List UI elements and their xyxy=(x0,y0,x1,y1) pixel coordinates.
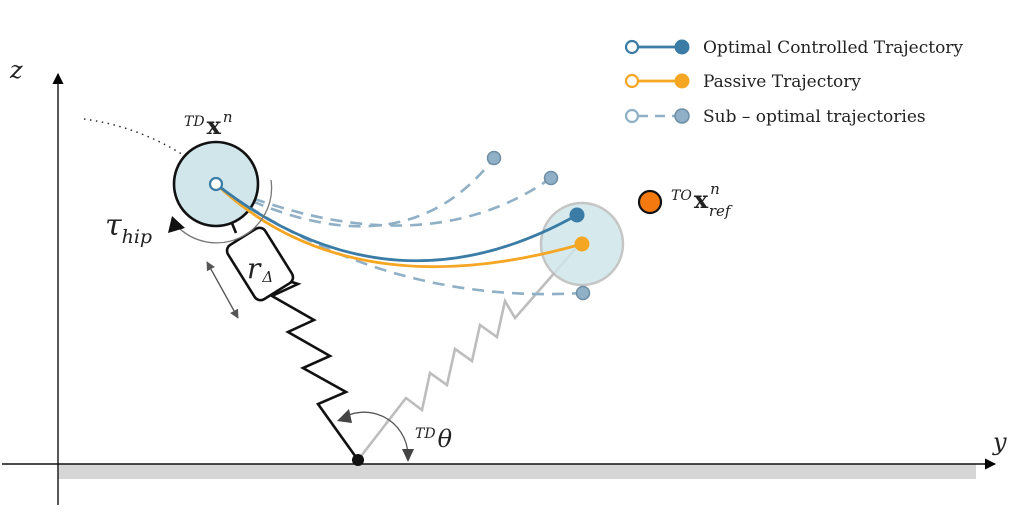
touchdown-angle-symbol: θ xyxy=(438,425,453,453)
hip-torque-arc xyxy=(175,179,273,244)
hip-torque-label: τhip xyxy=(105,208,152,248)
suboptimal-endpoint-2 xyxy=(543,170,559,186)
legend-label-optimal: Optimal Controlled Trajectory xyxy=(703,38,963,58)
passive-endpoint xyxy=(574,236,590,252)
reference-state-marker xyxy=(637,189,663,215)
foot-point xyxy=(352,454,364,466)
touchdown-angle-arrowhead-right xyxy=(402,449,414,462)
ground-strip xyxy=(58,464,976,479)
y-axis-label: y xyxy=(992,428,1007,456)
suboptimal-endpoint-3 xyxy=(575,285,591,301)
touchdown-state-prefix: TD xyxy=(184,114,205,130)
touchdown-state-superscript: n xyxy=(223,108,233,126)
stance-leg xyxy=(263,271,360,461)
touchdown-state-symbol: x xyxy=(207,111,222,140)
touchdown-angle-label: TDθ xyxy=(415,425,453,453)
passive-trajectory xyxy=(215,182,583,269)
legend: Optimal Controlled Trajectory Passive Tr… xyxy=(624,38,963,127)
legend-label-passive: Passive Trajectory xyxy=(703,72,861,92)
legend-start-passive xyxy=(624,73,640,89)
suboptimal-endpoint-1 xyxy=(486,150,502,166)
reference-state-superscript: n xyxy=(710,180,720,198)
touchdown-angle-prefix: TD xyxy=(415,426,436,442)
actuator-symbol: r xyxy=(247,252,262,285)
suboptimal-trajectory-2 xyxy=(215,176,552,227)
hip-torque-subscript: hip xyxy=(122,226,152,248)
legend-end-suboptimal xyxy=(674,108,690,124)
actuator-box xyxy=(225,226,295,302)
touchdown-angle-arrowhead-left xyxy=(337,409,352,423)
leg-length-arrow xyxy=(206,261,239,319)
reference-state-subscript: ref xyxy=(709,202,733,220)
touchdown-state-marker xyxy=(208,176,224,192)
legend-end-passive xyxy=(674,73,690,89)
legend-item-suboptimal: Sub – optimal trajectories xyxy=(624,107,926,127)
hip-torque-arrowhead xyxy=(168,216,185,233)
hip-torque-symbol: τ xyxy=(105,208,122,243)
legend-item-optimal: Optimal Controlled Trajectory xyxy=(624,38,963,58)
optimal-endpoint xyxy=(569,207,585,223)
legend-end-optimal xyxy=(674,39,690,55)
reference-state-symbol: x xyxy=(694,185,709,214)
liftoff-leg xyxy=(356,245,579,461)
legend-start-optimal xyxy=(624,39,640,55)
legend-item-passive: Passive Trajectory xyxy=(624,72,861,92)
legend-label-suboptimal: Sub – optimal trajectories xyxy=(703,107,926,127)
reference-state-prefix: TO xyxy=(671,188,692,204)
z-axis-label: z xyxy=(9,56,23,84)
legend-start-suboptimal xyxy=(624,108,640,124)
actuator-subscript: Δ xyxy=(261,268,273,286)
